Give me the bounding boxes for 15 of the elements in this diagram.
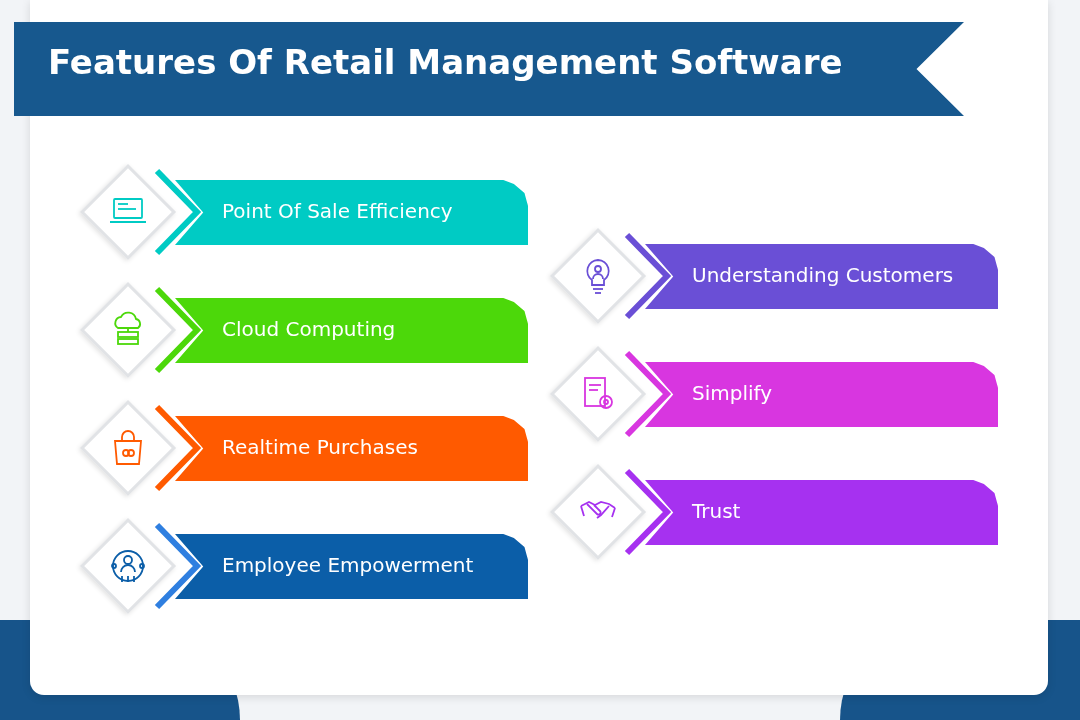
feature-label: Employee Empowerment [222,553,474,577]
feature-banner [175,180,528,245]
feature-label: Realtime Purchases [222,435,418,459]
feature-label: Understanding Customers [692,263,954,287]
feature-banner [645,362,998,427]
feature-banner [175,416,528,481]
feature-label: Trust [692,499,741,523]
feature-banner [645,244,998,309]
feature-label: Cloud Computing [222,317,396,341]
feature-banner [175,534,528,599]
feature-banner [645,480,998,545]
feature-label: Point Of Sale Efficiency [222,199,453,223]
feature-banner [175,298,528,363]
feature-label: Simplify [692,381,773,405]
title: Features Of Retail Management Software [48,42,843,82]
